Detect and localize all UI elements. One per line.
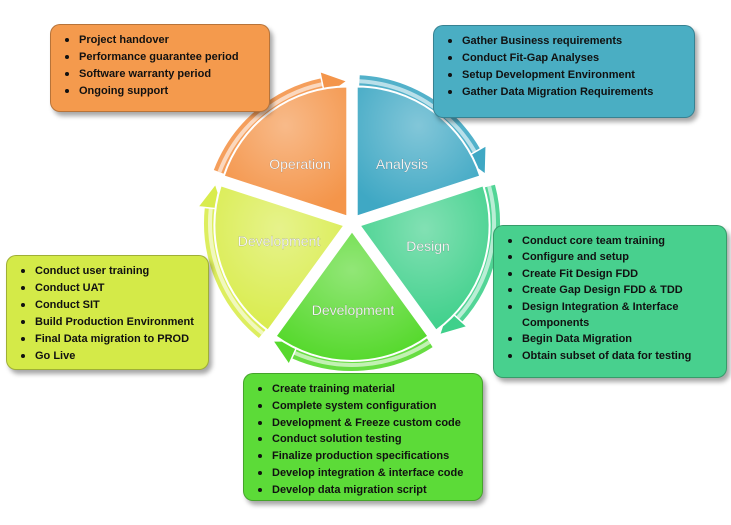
task-item: Develop data migration script <box>258 482 472 499</box>
task-item: Conduct UAT <box>21 280 198 297</box>
wheel-segment-gloss <box>359 185 490 331</box>
task-item: Conduct user training <box>21 263 198 280</box>
task-item: Configure and setup <box>508 249 716 265</box>
task-item: Complete system configuration <box>258 398 472 415</box>
task-item: Finalize production specifications <box>258 448 472 465</box>
task-item: Create Fit Design FDD <box>508 266 716 282</box>
cycle-arrow-highlight <box>293 340 431 367</box>
task-item: Ongoing support <box>65 83 259 100</box>
cycle-arrow-highlight <box>208 207 264 335</box>
segment-label-development-left: Development <box>238 233 321 249</box>
task-item: Gather Business requirements <box>448 33 684 50</box>
task-item: Software warranty period <box>65 66 259 83</box>
task-item: Conduct core team training <box>508 233 716 249</box>
task-item: Develop integration & interface code <box>258 465 472 482</box>
task-item: Performance guarantee period <box>65 49 259 66</box>
task-item: Go Live <box>21 348 198 365</box>
wheel-segment-gloss <box>356 86 481 217</box>
segment-label-development-bottom: Development <box>312 302 395 318</box>
cycle-arrow-highlight <box>359 79 477 154</box>
wheel-segment-gloss <box>214 185 345 331</box>
task-item: Create training material <box>258 381 472 398</box>
task-item: Conduct solution testing <box>258 431 472 448</box>
task-item: Project handover <box>65 32 259 49</box>
task-item: Final Data migration to PROD <box>21 331 198 348</box>
task-item: Development & Freeze custom code <box>258 415 472 432</box>
wheel-segment-gloss <box>275 231 429 362</box>
task-item: Setup Development Environment <box>448 67 684 84</box>
segment-label-design: Design <box>406 238 450 254</box>
task-item: Gather Data Migration Requirements <box>448 84 684 101</box>
task-item: Build Production Environment <box>21 314 198 331</box>
task-item: Begin Data Migration <box>508 331 716 347</box>
cycle-arrow-highlight <box>456 185 496 320</box>
task-item: Create Gap Design FDD & TDD <box>508 282 716 298</box>
segment-label-analysis: Analysis <box>376 156 428 172</box>
task-item: Obtain subset of data for testing <box>508 348 716 364</box>
segment-label-operation: Operation <box>269 156 330 172</box>
task-item: Design Integration & Interface Component… <box>508 299 716 332</box>
task-item: Conduct SIT <box>21 297 198 314</box>
wheel-segment-gloss <box>223 86 348 217</box>
task-item: Conduct Fit-Gap Analyses <box>448 50 684 67</box>
cycle-arrow-highlight <box>217 82 323 173</box>
